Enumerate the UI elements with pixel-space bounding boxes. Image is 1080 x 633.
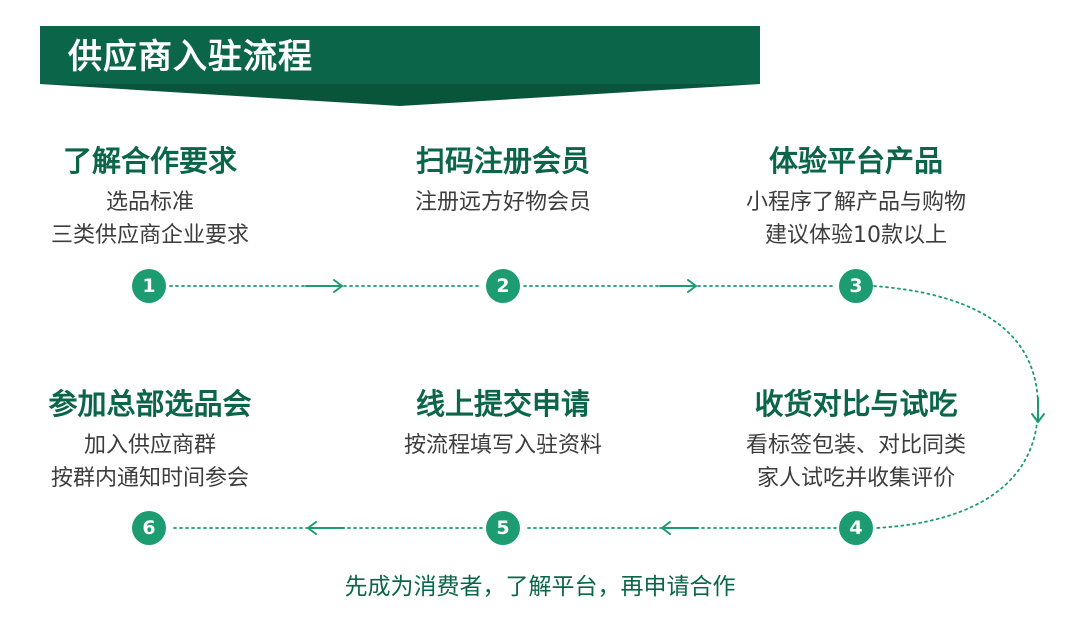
step-6-title: 参加总部选品会: [48, 387, 252, 421]
step-3-node: 3: [839, 269, 873, 303]
step-4-line-1: 看标签包装、对比同类: [745, 433, 966, 458]
step-2-node: 2: [486, 269, 520, 303]
header-banner: [40, 26, 760, 84]
step-3-title: 体验平台产品: [768, 144, 943, 178]
step-1-line-2: 三类供应商企业要求: [50, 223, 249, 248]
step-3-line-1: 小程序了解产品与购物: [745, 190, 966, 215]
step-2-line-1: 注册远方好物会员: [414, 190, 591, 215]
footer-note: 先成为消费者，了解平台，再申请合作: [344, 574, 736, 600]
page-title: 供应商入驻流程: [68, 37, 313, 77]
step-1-line-1: 选品标准: [105, 190, 194, 215]
step-6-line-1: 加入供应商群: [83, 433, 216, 458]
step-4-line-2: 家人试吃并收集评价: [756, 466, 955, 491]
step-6-node: 6: [132, 511, 166, 545]
step-6-line-2: 按群内通知时间参会: [50, 466, 249, 491]
step-1-title: 了解合作要求: [62, 144, 237, 178]
step-4-title: 收货对比与试吃: [754, 387, 958, 421]
step-2-title: 扫码注册会员: [415, 144, 590, 178]
step-4-node: 4: [839, 511, 873, 545]
step-5-line-1: 按流程填写入驻资料: [403, 433, 602, 458]
header-banner-fold: [40, 84, 760, 106]
step-3-line-2: 建议体验10款以上: [765, 223, 947, 248]
arrow-icon: [305, 279, 343, 293]
arrow-icon: [659, 279, 697, 293]
step-5-title: 线上提交申请: [415, 387, 590, 421]
arrow-down-icon: [1031, 397, 1045, 423]
arrow-icon: [307, 521, 345, 535]
step-5-node: 5: [486, 511, 520, 545]
arrow-icon: [661, 521, 699, 535]
step-1-node: 1: [132, 269, 166, 303]
